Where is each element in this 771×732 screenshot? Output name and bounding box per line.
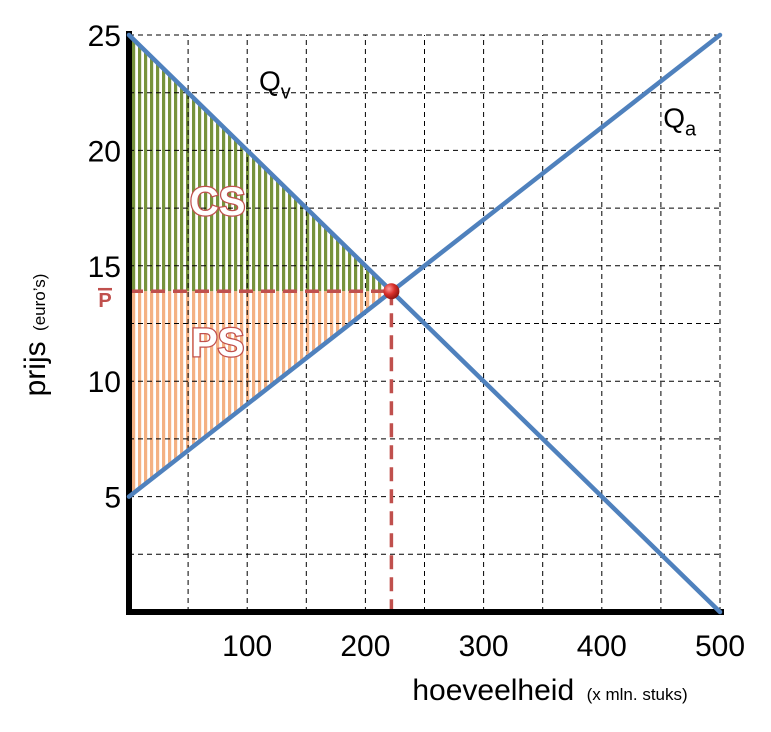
x-axis-title: hoeveelheid (x mln. stuks) (412, 674, 687, 707)
axes (126, 31, 724, 615)
x-tick-label: 200 (340, 630, 390, 663)
y-tick-label: 20 (88, 135, 121, 168)
y-tick-label: 5 (104, 482, 121, 515)
x-tick-label: 400 (577, 630, 627, 663)
x-tick-label: 500 (695, 630, 745, 663)
x-tick-label: 300 (459, 630, 509, 663)
y-tick-label: 15 (88, 251, 121, 284)
curve-label-qa: Qa (663, 102, 697, 140)
equilibrium-guides (129, 289, 394, 612)
curve-qv (126, 32, 723, 615)
equilibrium-point (383, 283, 400, 300)
curve-qa (126, 32, 723, 499)
curve-label-qv: Qv (259, 65, 291, 103)
y-axis-title: prijs (euro’s) (19, 274, 52, 397)
tick-labels: 100 200 300 400 500 5 10 15 20 25 (88, 20, 745, 663)
curves (126, 32, 723, 615)
y-tick-label: 25 (88, 20, 121, 53)
area-label-ps: PS (191, 321, 244, 365)
x-tick-label: 100 (222, 630, 272, 663)
equilibrium-price-label: P (98, 290, 111, 312)
area-label-cs: CS (190, 180, 246, 224)
y-tick-label: 10 (88, 366, 121, 399)
